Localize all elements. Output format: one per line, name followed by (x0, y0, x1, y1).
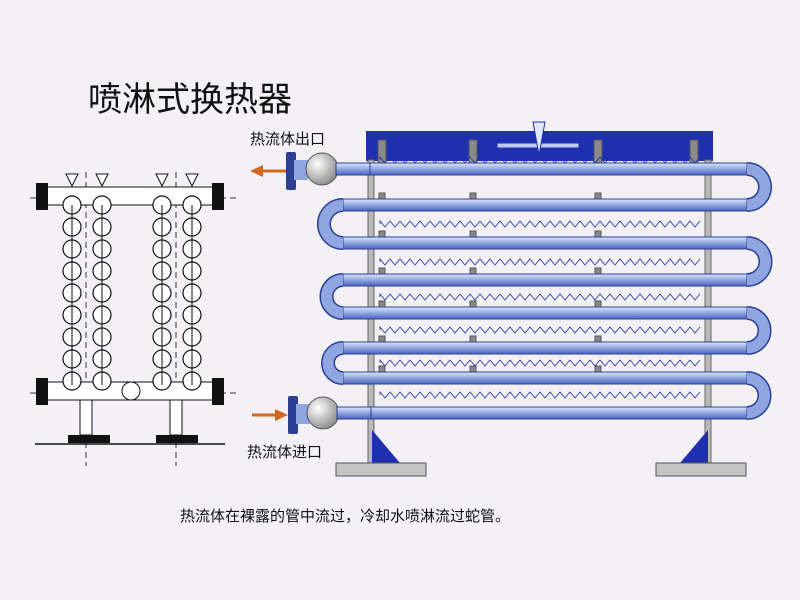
hanger-clip (594, 230, 602, 238)
coil-bend (321, 274, 344, 319)
legs (79, 399, 183, 436)
base-left (68, 435, 110, 443)
bottom-flange-right (212, 378, 224, 405)
hanger-clip (594, 300, 602, 308)
hanger-clip (378, 335, 386, 343)
page-title: 喷淋式换热器 (88, 80, 292, 120)
coil-tube (342, 371, 748, 385)
spray-nozzle-icon (65, 173, 199, 188)
coil-bend (322, 342, 344, 384)
center-lines (30, 172, 240, 466)
water-zigzag (379, 155, 701, 164)
hanger-clip (469, 335, 477, 343)
hanger-clip (594, 192, 602, 200)
water-zigzag (379, 358, 701, 367)
valve-icon (305, 152, 339, 186)
coil-tube (342, 162, 748, 176)
inlet-valve (288, 396, 372, 434)
water-zigzag (379, 292, 701, 301)
hanger-clip (378, 192, 386, 200)
hanger-clip (594, 365, 602, 373)
hanger-clip (469, 192, 477, 200)
top-flange-right (212, 183, 224, 210)
water-zigzag (379, 219, 701, 228)
coil-stacks (62, 195, 202, 391)
coil-bend (746, 237, 771, 286)
front-view (250, 121, 773, 477)
coil-tube (342, 236, 748, 250)
water-film (379, 155, 701, 399)
hanger-clip (469, 230, 477, 238)
spray-nozzle-icon (532, 121, 546, 156)
valve-icon (306, 396, 340, 430)
arrow-left-icon (250, 165, 286, 177)
coil-bend (746, 372, 770, 419)
base-right (156, 435, 198, 443)
coil-tube (342, 306, 748, 320)
serpentine-coil (317, 162, 773, 420)
side-view (30, 172, 240, 466)
coil-tube (342, 341, 748, 355)
hanger-clip (378, 300, 386, 308)
coil-bend (318, 199, 344, 249)
valve-icon (121, 381, 141, 401)
hanger-clip (378, 365, 386, 373)
coil-tube (342, 273, 748, 287)
water-zigzag (379, 390, 701, 399)
arrow-right-icon (252, 409, 288, 421)
hanger-clip (594, 267, 602, 275)
hangers (377, 139, 699, 373)
coil-tube (342, 406, 748, 420)
hanger-clip (594, 335, 602, 343)
coil-tube (342, 198, 748, 212)
hanger-clip (469, 300, 477, 308)
coil-bend (746, 163, 771, 211)
outlet-valve (286, 152, 371, 190)
caption: 热流体在裸露的管中流过，冷却水喷淋流过蛇管。 (180, 507, 511, 525)
coil-bend (746, 307, 770, 354)
supports (335, 430, 747, 477)
inlet-label: 热流体进口 (247, 443, 323, 461)
outlet-label: 热流体出口 (250, 130, 326, 148)
hanger-clip (378, 230, 386, 238)
hanger-clip (469, 365, 477, 373)
water-zigzag (379, 325, 701, 334)
hanger-clip (469, 267, 477, 275)
water-zigzag (379, 257, 701, 266)
hanger-clip (378, 267, 386, 275)
bottom-flange-left (36, 378, 48, 405)
top-flange-left (36, 183, 48, 210)
